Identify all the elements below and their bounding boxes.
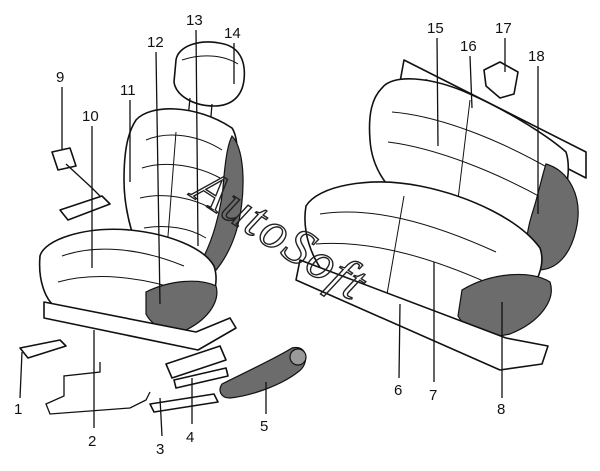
label-14: 14 — [224, 25, 241, 42]
seat-frame — [43, 301, 237, 351]
label-11: 11 — [120, 82, 136, 99]
rear-seat-base — [295, 259, 549, 371]
seat-bracket — [19, 339, 67, 359]
hinge-bracket — [483, 61, 519, 99]
label-1: 1 — [14, 401, 22, 418]
seat-belt-buckle — [51, 147, 111, 221]
label-5: 5 — [260, 418, 268, 435]
seat-wire-frame — [45, 362, 151, 415]
rear-seat-assembly — [295, 59, 587, 371]
label-13: 13 — [186, 12, 203, 29]
adjustment-knob — [289, 348, 307, 366]
label-8: 8 — [497, 401, 505, 418]
label-7: 7 — [429, 387, 437, 404]
label-3: 3 — [156, 441, 164, 458]
slide-rail-left — [149, 393, 219, 413]
label-4: 4 — [186, 429, 194, 446]
label-16: 16 — [460, 38, 477, 55]
label-17: 17 — [495, 20, 512, 37]
label-15: 15 — [427, 20, 444, 37]
label-18: 18 — [528, 48, 545, 65]
leader-lines — [19, 29, 539, 437]
label-6: 6 — [394, 382, 402, 399]
label-2: 2 — [88, 433, 96, 450]
label-12: 12 — [147, 34, 164, 51]
front-seat-assembly — [19, 41, 307, 415]
rail-support — [165, 345, 227, 379]
callout-labels: 1 2 3 4 5 6 7 8 9 10 11 12 13 14 15 16 1… — [14, 12, 545, 458]
label-10: 10 — [82, 108, 99, 125]
seat-side-cover — [219, 346, 307, 399]
label-9: 9 — [56, 69, 64, 86]
